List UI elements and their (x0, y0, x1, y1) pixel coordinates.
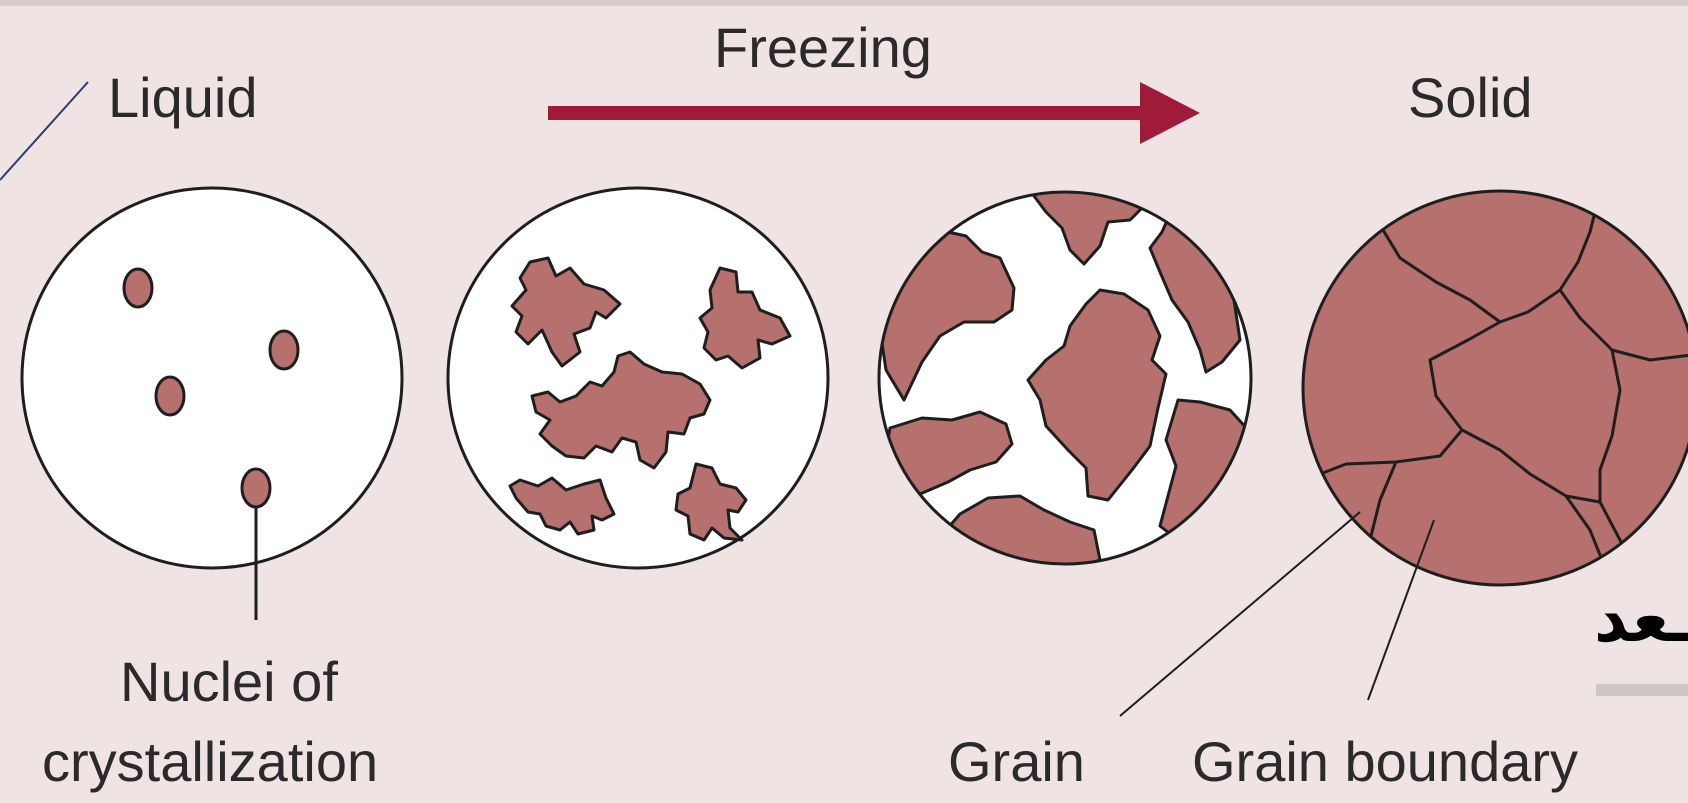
nuclei-label-line2: crystallization (42, 734, 378, 790)
decorative-line (0, 82, 88, 180)
stage-crystals-growing (448, 188, 828, 568)
solid-label: Solid (1408, 70, 1533, 126)
faded-underline (1596, 684, 1688, 696)
clipped-text-strip (0, 0, 1688, 6)
nuclei-label-line1: Nuclei of (120, 654, 338, 710)
freezing-label: Freezing (714, 20, 932, 76)
grain-label: Grain (948, 734, 1085, 790)
crystal (1160, 400, 1252, 540)
nucleus (242, 469, 270, 507)
stage-liquid (22, 188, 402, 620)
nucleus (270, 331, 298, 369)
stage-solid (1303, 191, 1688, 600)
partial-arabic-text: ـعد (1594, 586, 1688, 652)
grain-pointer-line (1120, 512, 1360, 716)
grain-boundary-label: Grain boundary (1192, 734, 1578, 790)
nucleus (124, 269, 152, 307)
liquid-label: Liquid (108, 70, 257, 126)
stage-crystals-impinging (879, 178, 1252, 580)
nucleus (156, 377, 184, 415)
freezing-arrow (548, 82, 1200, 144)
